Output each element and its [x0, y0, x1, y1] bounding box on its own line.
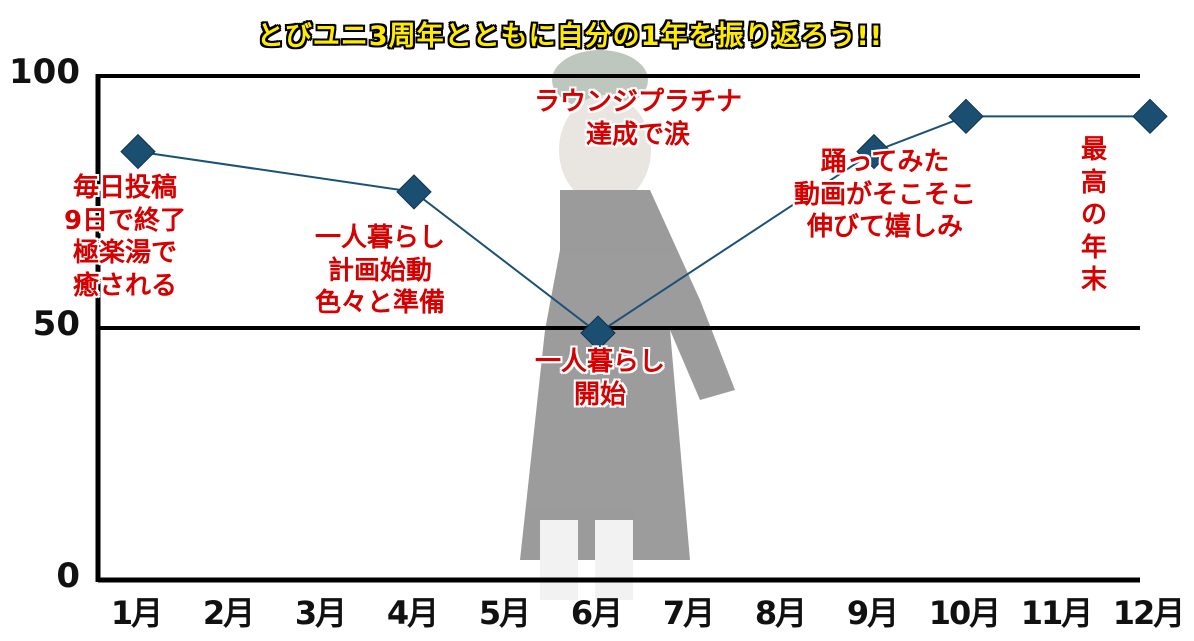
annotation-label: 一人暮らし 開始 [534, 347, 665, 410]
annotation-label: 最 高 の 年 末 [1080, 135, 1107, 295]
chart-title: とびユニ3周年とともに自分の1年を振り返ろう!! [256, 21, 884, 52]
x-tick-label: 2月 [202, 594, 255, 632]
data-point [1132, 98, 1168, 135]
annotation-label: 毎日投稿 9日で終了 極楽湯で 癒される [63, 173, 187, 301]
x-tick-label: 3月 [294, 594, 347, 632]
x-tick-label: 11月 [1020, 594, 1094, 632]
data-point [948, 98, 984, 135]
x-tick-label: 9月 [846, 594, 899, 632]
x-tick-label: 5月 [478, 594, 531, 632]
data-point [396, 174, 432, 210]
y-tick-label: 50 [32, 304, 80, 344]
x-tick-label: 12月 [1112, 594, 1186, 632]
annotation-label: 踊ってみた 動画がそこそこ 伸びて嬉しみ [793, 147, 976, 242]
x-tick-label: 10月 [928, 594, 1002, 632]
annotation-label: ラウンジプラチナ 達成で涙 [533, 87, 742, 150]
y-tick-label: 0 [56, 556, 80, 596]
annotation-label: 一人暮らし 計画始動 色々と準備 [314, 223, 445, 318]
x-tick-label: 4月 [386, 594, 439, 632]
data-point [580, 315, 616, 351]
y-tick-label: 100 [9, 52, 80, 92]
x-tick-label: 7月 [662, 594, 715, 632]
x-tick-label: 6月 [570, 594, 623, 632]
data-point [120, 133, 156, 170]
chart-stage: とびユニ3周年とともに自分の1年を振り返ろう!! 0 50 100 1月 2月 3月 4月… [9, 21, 1185, 632]
x-tick-label: 1月 [110, 594, 163, 632]
x-tick-label: 8月 [754, 594, 807, 632]
